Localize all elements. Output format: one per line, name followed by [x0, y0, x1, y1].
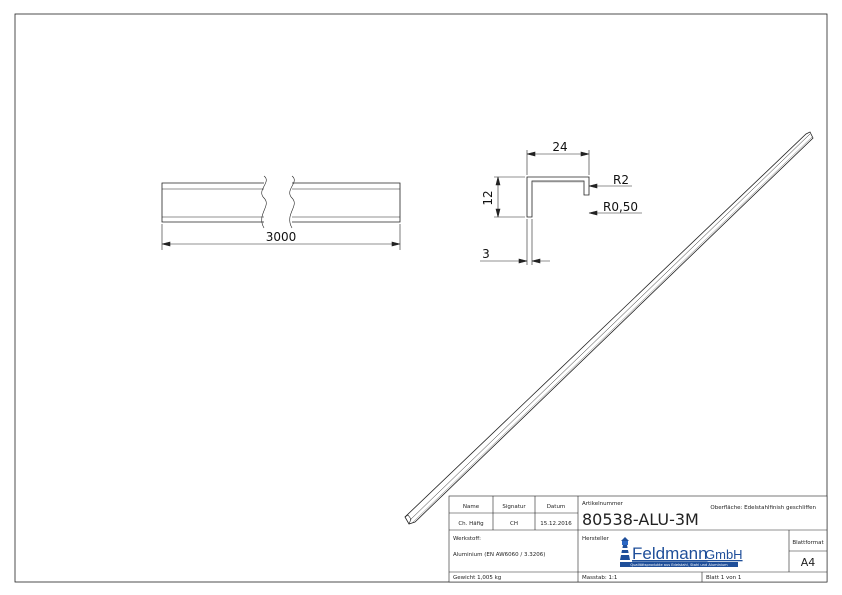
logo-suffix: GmbH [705, 547, 743, 562]
tb-value-name: Ch. Häfig [458, 521, 483, 527]
inner-radius-label: R0,50 [603, 200, 638, 214]
length-dimension [161, 224, 401, 250]
tb-scale: Masstab: 1:1 [582, 575, 617, 581]
tb-format-value: A4 [801, 556, 816, 569]
tb-sheet: Blatt 1 von 1 [706, 575, 741, 581]
tb-format-label: Blattformat [792, 540, 824, 546]
title-block [448, 495, 828, 583]
tb-article-label: Artikelnummer [582, 501, 624, 507]
tb-material-label: Werkstoff: [453, 536, 481, 542]
tb-manufacturer-label: Hersteller [582, 536, 610, 542]
break-line-left [261, 175, 267, 229]
tb-surface: Oberfläche: Edelstahlfinish geschliffen [710, 505, 816, 511]
isometric-view [404, 131, 814, 525]
cross-section-profile [526, 176, 590, 218]
tb-material-value: Aluminium (EN AW6060 / 3.3206) [453, 552, 545, 558]
thickness-dimension-label: 3 [482, 247, 490, 261]
tb-weight: Gewicht 1,005 kg [453, 575, 501, 581]
side-view-right-outline [292, 182, 401, 223]
length-dimension-label: 3000 [266, 230, 297, 244]
sheet-border [14, 13, 828, 583]
lighthouse-icon [620, 537, 630, 560]
tb-header-name: Name [463, 504, 480, 510]
outer-radius-label: R2 [613, 173, 629, 187]
logo-tagline: Qualitätsprodukte aus Edelstahl, Stahl u… [630, 563, 728, 567]
tb-header-signature: Signatur [502, 504, 526, 510]
height-dimension-label: 12 [481, 190, 495, 205]
feldmann-logo: Feldmann GmbH Qualitätsprodukte aus Edel… [620, 537, 743, 567]
cross-section-dimensions [480, 150, 642, 265]
side-view-left-outline [161, 182, 264, 223]
logo-name: Feldmann [632, 544, 708, 563]
tb-value-signature: CH [510, 521, 518, 527]
width-dimension-label: 24 [552, 140, 567, 154]
tb-header-date: Datum [547, 504, 566, 510]
tb-article-number: 80538-ALU-3M [582, 510, 699, 529]
logo-tagline-bar [620, 562, 738, 567]
tb-value-date: 15.12.2016 [540, 521, 572, 527]
break-line-right [289, 175, 295, 229]
side-view [161, 175, 401, 229]
